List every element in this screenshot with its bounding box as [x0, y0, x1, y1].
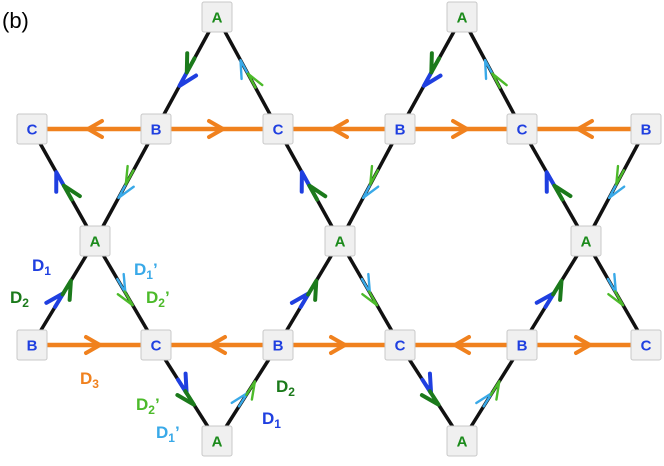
d2-arrow	[184, 51, 197, 75]
d1-arrow	[54, 170, 67, 194]
site-b: B	[384, 113, 416, 145]
d2-arrow	[307, 183, 328, 202]
site-letter: A	[212, 434, 223, 451]
site-b: B	[506, 329, 538, 361]
site-letter: B	[641, 122, 652, 139]
site-letter: B	[151, 122, 162, 139]
site-letter: C	[273, 122, 284, 139]
d3-arrow	[574, 335, 592, 355]
d2-arrow	[61, 183, 82, 202]
site-letter: A	[457, 10, 468, 27]
site-c: C	[140, 329, 172, 361]
d2-arrow	[419, 389, 441, 407]
d1-arrow	[44, 291, 66, 309]
hopping-labels: D1 D2 D1’ D2’ D3 D2 D1 D2’ D1’	[10, 256, 295, 445]
site-letter: A	[212, 10, 223, 27]
site-letter: C	[151, 338, 162, 355]
d2prime-arrow	[246, 72, 264, 89]
label-d1prime-bottom: D1’	[156, 423, 180, 445]
panel-label: (b)	[2, 8, 29, 33]
d2-arrow	[552, 183, 573, 202]
site-a: A	[201, 425, 233, 457]
site-c: C	[16, 113, 48, 145]
site-a: A	[79, 225, 111, 257]
site-b: B	[16, 329, 48, 361]
d2-arrow	[306, 278, 319, 302]
d2prime-arrow	[124, 164, 135, 186]
d1prime-arrow	[607, 182, 626, 200]
site-letter: B	[517, 338, 528, 355]
d3-arrow	[576, 119, 594, 139]
d2prime-arrow	[116, 290, 134, 307]
d3-arrow	[451, 119, 469, 139]
d2-arrow	[551, 278, 564, 302]
d1-arrow	[177, 69, 199, 88]
d1prime-arrow	[239, 58, 250, 81]
label-d2prime-left: D2’	[146, 288, 170, 310]
site-a: A	[324, 225, 356, 257]
d2prime-arrow	[607, 290, 625, 307]
site-letter: C	[395, 338, 406, 355]
label-d3: D3	[80, 369, 99, 391]
d1prime-arrow	[361, 182, 380, 200]
site-letter: C	[641, 338, 652, 355]
d2prime-arrow	[489, 380, 501, 401]
d1-arrow	[299, 170, 312, 194]
site-letter: A	[457, 434, 468, 451]
hopping-arrows	[44, 51, 626, 408]
lattice-sites: A A A A A A A B B B C C C B B B C C C	[16, 1, 662, 457]
site-b: B	[140, 113, 172, 145]
site-c: C	[262, 113, 294, 145]
site-b: B	[630, 113, 662, 145]
d1prime-arrow	[483, 58, 494, 81]
site-letter: A	[335, 234, 346, 251]
d2prime-arrow	[245, 380, 257, 401]
d3-arrow	[84, 335, 102, 355]
site-a: A	[570, 225, 602, 257]
d3-arrow	[209, 335, 227, 355]
site-b: B	[262, 329, 294, 361]
d1prime-arrow	[117, 182, 135, 200]
d3-arrow	[329, 335, 347, 355]
site-a: A	[446, 425, 478, 457]
d1-arrow	[544, 170, 557, 194]
site-letter: C	[27, 122, 38, 139]
d2prime-arrow	[369, 164, 380, 186]
d1-arrow	[421, 69, 443, 88]
d3-arrow	[207, 119, 225, 139]
label-d2-left: D2	[10, 288, 29, 310]
d2prime-arrow	[491, 72, 508, 89]
label-d1-left: D1	[32, 256, 51, 278]
site-letter: B	[273, 338, 284, 355]
site-c: C	[506, 113, 538, 145]
d2prime-arrow	[615, 164, 626, 186]
site-c: C	[630, 329, 662, 361]
d3-arrow	[86, 119, 104, 139]
d2-arrow	[429, 51, 442, 75]
site-c: C	[384, 329, 416, 361]
label-d2-right: D2	[276, 377, 295, 399]
site-letter: A	[581, 234, 592, 251]
d2-arrow	[60, 278, 73, 302]
label-d1prime-left: D1’	[134, 260, 158, 282]
d3-arrow	[453, 335, 471, 355]
site-a: A	[446, 1, 478, 33]
d1-arrow	[534, 291, 556, 309]
site-letter: B	[395, 122, 406, 139]
d2-arrow	[175, 389, 196, 407]
site-letter: C	[517, 122, 528, 139]
site-a: A	[201, 1, 233, 33]
label-d1-right: D1	[262, 409, 281, 431]
site-letter: A	[90, 234, 101, 251]
label-d2prime-bottom: D2’	[136, 395, 160, 417]
d2prime-arrow	[361, 290, 379, 307]
d3-arrow	[331, 119, 349, 139]
site-letter: B	[27, 338, 38, 355]
